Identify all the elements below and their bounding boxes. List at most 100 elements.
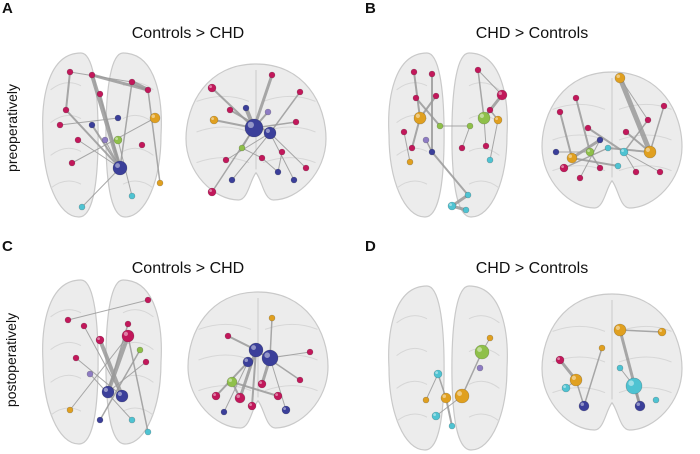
network-edge — [59, 117, 119, 126]
node-highlight — [621, 149, 624, 153]
network-node — [644, 116, 652, 124]
sulcus-line — [122, 180, 154, 189]
edges-a-axial — [59, 71, 161, 208]
node-highlight — [259, 381, 262, 384]
network-node — [88, 121, 96, 129]
network-node — [112, 160, 128, 176]
network-node — [596, 164, 604, 172]
node-highlight — [211, 117, 215, 120]
nodes-b-axial — [400, 66, 508, 214]
node-highlight — [213, 393, 217, 396]
sulcus-line — [50, 374, 82, 383]
node-highlight — [477, 347, 482, 352]
network-edge — [69, 335, 129, 411]
node-highlight — [103, 387, 108, 392]
network-node — [566, 152, 578, 164]
left-hemisphere — [42, 52, 99, 218]
network-node — [224, 332, 232, 340]
network-node — [128, 416, 136, 424]
network-node — [86, 370, 94, 378]
node-highlight — [636, 402, 640, 406]
node-highlight — [568, 154, 572, 158]
network-node — [422, 136, 430, 144]
network-edge — [211, 127, 255, 193]
network-node — [584, 124, 592, 132]
network-node — [273, 391, 283, 401]
network-edge — [489, 119, 499, 161]
network-node — [486, 106, 494, 114]
network-edge — [623, 151, 661, 173]
panel-letter-a: A — [2, 0, 13, 17]
sulcus-line — [618, 387, 672, 394]
network-node — [278, 148, 286, 156]
node-highlight — [557, 357, 560, 360]
brain-c-coronal — [187, 291, 329, 429]
nodes-c-axial — [64, 296, 152, 436]
network-node — [88, 71, 96, 79]
node-highlight — [498, 91, 502, 95]
sulcus-line — [468, 413, 500, 422]
sulcus-line — [468, 380, 500, 389]
network-edge — [269, 91, 301, 134]
node-highlight — [616, 74, 620, 78]
nodes-b-coronal — [552, 72, 668, 182]
network-node — [616, 364, 624, 372]
brain-d-coronal — [541, 293, 683, 431]
network-edge — [477, 69, 503, 96]
network-node — [476, 364, 484, 372]
network-node — [234, 392, 246, 404]
network-node — [66, 68, 74, 76]
network-edge — [461, 351, 483, 397]
network-edge — [571, 157, 619, 167]
node-highlight — [415, 113, 420, 118]
network-node — [144, 296, 152, 304]
network-node — [634, 400, 646, 412]
network-node — [466, 122, 474, 130]
network-edge — [81, 167, 121, 208]
node-highlight — [645, 147, 651, 152]
brain-b-coronal — [541, 71, 683, 209]
nodes-c-coronal — [211, 314, 314, 416]
edges-b-coronal — [555, 75, 665, 179]
network-node — [281, 405, 291, 415]
network-node — [625, 377, 643, 395]
network-node — [74, 136, 82, 144]
node-highlight — [435, 371, 438, 374]
network-edge — [575, 97, 591, 153]
node-highlight — [264, 352, 271, 359]
network-node — [643, 145, 657, 159]
node-highlight — [209, 85, 213, 88]
network-node — [596, 136, 604, 144]
nodes-a-axial — [56, 68, 164, 211]
node-highlight — [580, 402, 584, 406]
brain-d-axial — [388, 285, 508, 451]
node-highlight — [587, 149, 590, 153]
network-edge — [241, 147, 263, 159]
network-edge — [107, 361, 147, 393]
network-node — [447, 201, 457, 211]
network-edge — [83, 325, 123, 397]
sulcus-line — [468, 82, 500, 91]
network-node — [406, 158, 414, 166]
network-node — [274, 168, 282, 176]
network-node — [96, 90, 104, 98]
panel-title-b: CHD > Controls — [475, 25, 589, 42]
network-node — [261, 349, 279, 367]
network-node — [115, 389, 129, 403]
network-node — [432, 92, 440, 100]
network-node — [431, 411, 441, 421]
network-edge — [619, 77, 649, 121]
network-nodes — [56, 66, 668, 436]
network-node — [95, 335, 105, 345]
network-node — [572, 94, 580, 102]
node-highlight — [563, 385, 566, 388]
node-highlight — [228, 378, 232, 382]
brain-b-axial — [388, 52, 508, 218]
network-node — [440, 392, 452, 404]
sulcus-line — [50, 309, 82, 318]
network-edge — [415, 97, 441, 127]
sulcus-line — [50, 82, 82, 91]
network-node — [555, 355, 565, 365]
network-edge — [91, 124, 121, 169]
network-node — [410, 68, 418, 76]
